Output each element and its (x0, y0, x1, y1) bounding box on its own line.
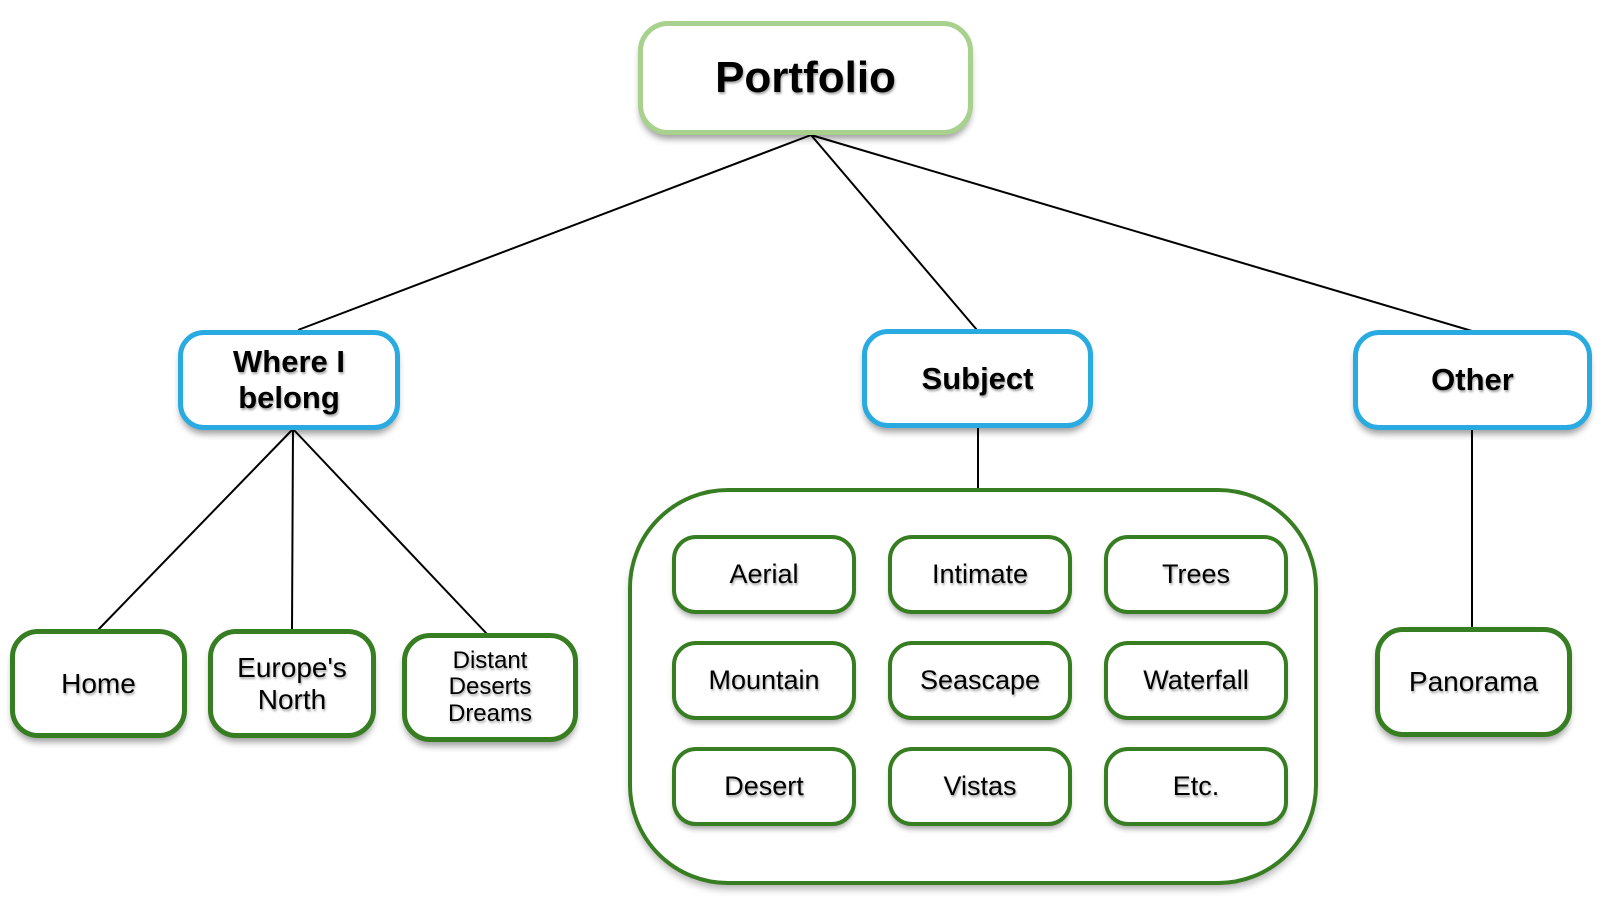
node-trees: Trees (1104, 535, 1288, 614)
node-home: Home (10, 629, 187, 738)
node-portfolio: Portfolio (638, 21, 973, 135)
node-aerial: Aerial (672, 535, 856, 614)
node-distant-deserts-dreams: Distant Deserts Dreams (402, 633, 578, 742)
node-desert: Desert (672, 747, 856, 826)
connector-where-home (97, 428, 294, 631)
subject-grid: Aerial Intimate Trees Mountain Seascape … (672, 535, 1288, 826)
node-intimate: Intimate (888, 535, 1072, 614)
node-etc: Etc. (1104, 747, 1288, 826)
node-mountain: Mountain (672, 641, 856, 720)
connector-portfolio-subject (810, 134, 978, 331)
node-subject: Subject (862, 329, 1093, 428)
connector-portfolio-where (297, 134, 812, 331)
connector-where-europes-north (291, 428, 294, 631)
connector-portfolio-other (810, 134, 1473, 332)
node-other: Other (1353, 330, 1592, 430)
connector-where-distant-deserts (292, 428, 488, 635)
node-seascape: Seascape (888, 641, 1072, 720)
node-waterfall: Waterfall (1104, 641, 1288, 720)
node-where-i-belong: Where I belong (178, 330, 400, 430)
node-vistas: Vistas (888, 747, 1072, 826)
node-panorama: Panorama (1375, 627, 1572, 737)
node-europes-north: Europe's North (208, 629, 376, 738)
